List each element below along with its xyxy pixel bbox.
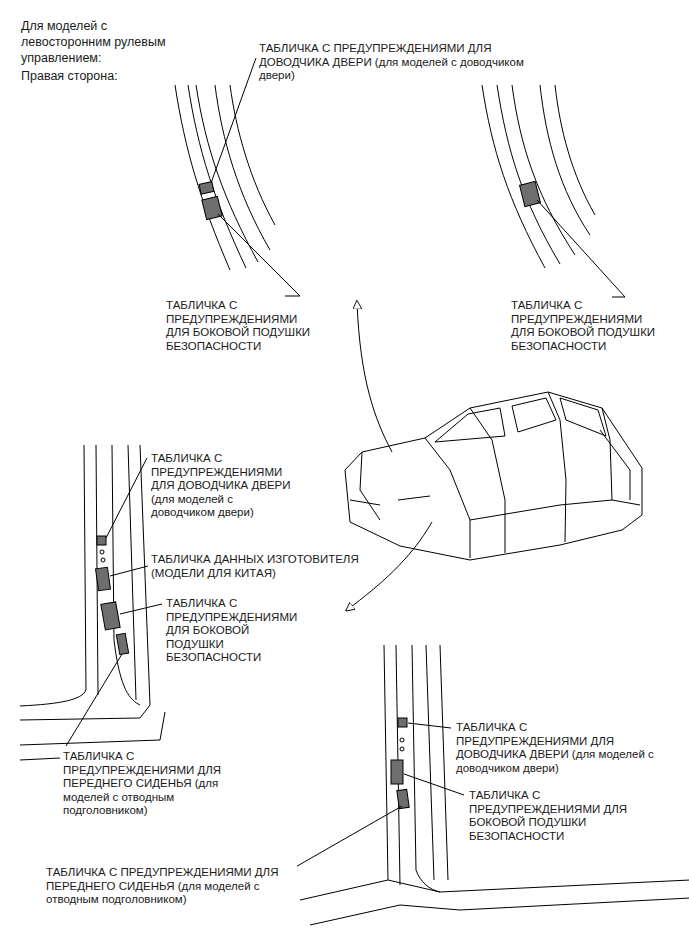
part-label: ТАБЛИЧКА С ПРЕДУПРЕЖДЕНИЯМИ ДЛЯ ДОВОДЧИК… <box>258 42 545 83</box>
heading-note: Для моделей с левосторонним рулевым упра… <box>20 18 182 66</box>
part-label: ТАБЛИЧКА С ПРЕДУПРЕЖДЕНИЯМИ ДЛЯ БОКОВОЙ … <box>165 597 289 665</box>
part-label: ТАБЛИЧКА С ПРЕДУПРЕЖДЕНИЯМИ ДЛЯ БОКОВОЙ … <box>165 299 312 353</box>
part-label: ТАБЛИЧКА С ПРЕДУПРЕЖДЕНИЯМИ ДЛЯ ПЕРЕДНЕГ… <box>62 750 229 818</box>
part-label: ТАБЛИЧКА С ПРЕДУПРЕЖДЕНИЯМИ ДЛЯ ДОВОДЧИК… <box>150 452 292 520</box>
part-label: ТАБЛИЧКА ДАННЫХ ИЗГОТОВИТЕЛЯ (МОДЕЛИ ДЛЯ… <box>150 553 382 580</box>
part-label: ТАБЛИЧКА С ПРЕДУПРЕЖДЕНИЯМИ ДЛЯ БОКОВОЙ … <box>510 299 662 353</box>
part-label: ТАБЛИЧКА С ПРЕДУПРЕЖДЕНИЯМИ ДЛЯ ДОВОДЧИК… <box>455 721 662 775</box>
heading-note: Правая сторона: <box>20 68 182 84</box>
part-label: ТАБЛИЧКА С ПРЕДУПРЕЖДЕНИЯМИ ДЛЯ ПЕРЕДНЕГ… <box>45 866 297 907</box>
part-label: ТАБЛИЧКА С ПРЕДУПРЕЖДЕНИЯМИ ДЛЯ БОКОВОЙ … <box>468 789 630 843</box>
